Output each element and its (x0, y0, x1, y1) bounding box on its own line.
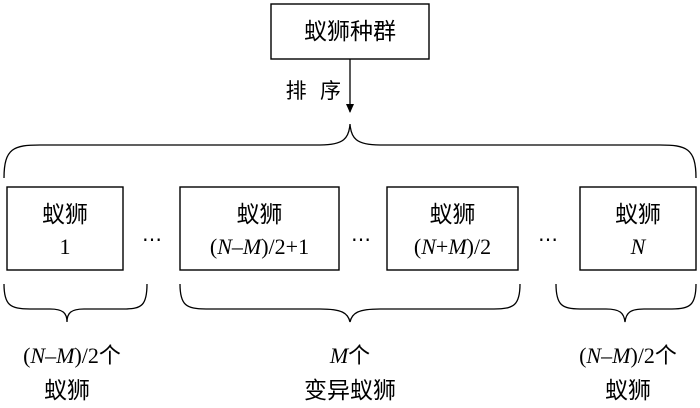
label-part: )/2个 (74, 343, 120, 368)
top-brace (3, 123, 697, 179)
label-part: ( (23, 343, 30, 368)
ant-box-N-word: 蚁狮 (615, 202, 661, 228)
label-part: )/2 (467, 234, 491, 259)
ellipsis-1: ⋯ (142, 227, 162, 251)
label-part: )/2个 (630, 343, 676, 368)
ant-node-1: 蚁狮 1 (6, 186, 124, 271)
label-part: ( (210, 234, 217, 259)
label-part: – (600, 343, 613, 368)
ant-box-mid-end (386, 186, 519, 271)
label-part: – (44, 343, 57, 368)
label-part: M (611, 343, 632, 368)
right-group-name: 蚁狮 (605, 378, 651, 404)
ant-box-N (579, 186, 697, 271)
label-part: N (420, 234, 437, 259)
ant-node-mid-end: 蚁狮 (N+M)/2 (386, 186, 519, 271)
ant-box-1-index: 1 (60, 234, 71, 259)
right-group-count: (N–M)/2个 (579, 343, 677, 368)
ant-node-N: 蚁狮 N (579, 186, 697, 271)
ant-box-mid-start (179, 186, 340, 271)
label-part: N (630, 234, 647, 259)
middle-group-brace (179, 283, 521, 323)
ant-box-mid-start-index: (N–M)/2+1 (210, 234, 309, 259)
label-part: ( (579, 343, 586, 368)
label-part: ( (414, 234, 421, 259)
ant-box-mid-start-word: 蚁狮 (237, 202, 283, 228)
ant-box-N-index: N (630, 234, 647, 259)
label-part: M (55, 343, 76, 368)
ant-node-mid-start: 蚁狮 (N–M)/2+1 (179, 186, 340, 271)
middle-group-count: M个 (329, 343, 370, 368)
population-box (270, 3, 430, 60)
label-part: N (585, 343, 602, 368)
left-group-count: (N–M)/2个 (23, 343, 121, 368)
population-node: 蚁狮种群 (270, 3, 430, 60)
label-part: – (231, 234, 244, 259)
label-part: N (29, 343, 46, 368)
ellipsis-3: ⋯ (538, 227, 558, 251)
middle-group-name: 变异蚁狮 (304, 378, 396, 404)
label-part: 个 (348, 343, 370, 368)
ant-box-1-word: 蚁狮 (42, 202, 88, 228)
population-label: 蚁狮种群 (304, 19, 396, 45)
left-group-name: 蚁狮 (44, 378, 90, 404)
ant-box-mid-end-index: (N+M)/2 (414, 234, 491, 259)
label-part: M (329, 343, 350, 368)
label-part: )/2+1 (261, 234, 309, 259)
ant-box-mid-end-word: 蚁狮 (430, 202, 476, 228)
left-group-brace (3, 283, 148, 323)
sort-label: 排 序 (286, 79, 341, 103)
label-part: M (447, 234, 468, 259)
label-part: N (216, 234, 233, 259)
right-group-brace (555, 283, 697, 323)
label-part: M (242, 234, 263, 259)
ant-box-1 (6, 186, 124, 271)
label-part: 1 (60, 234, 71, 259)
ellipsis-2: ⋯ (351, 227, 371, 251)
label-part: + (436, 234, 448, 259)
